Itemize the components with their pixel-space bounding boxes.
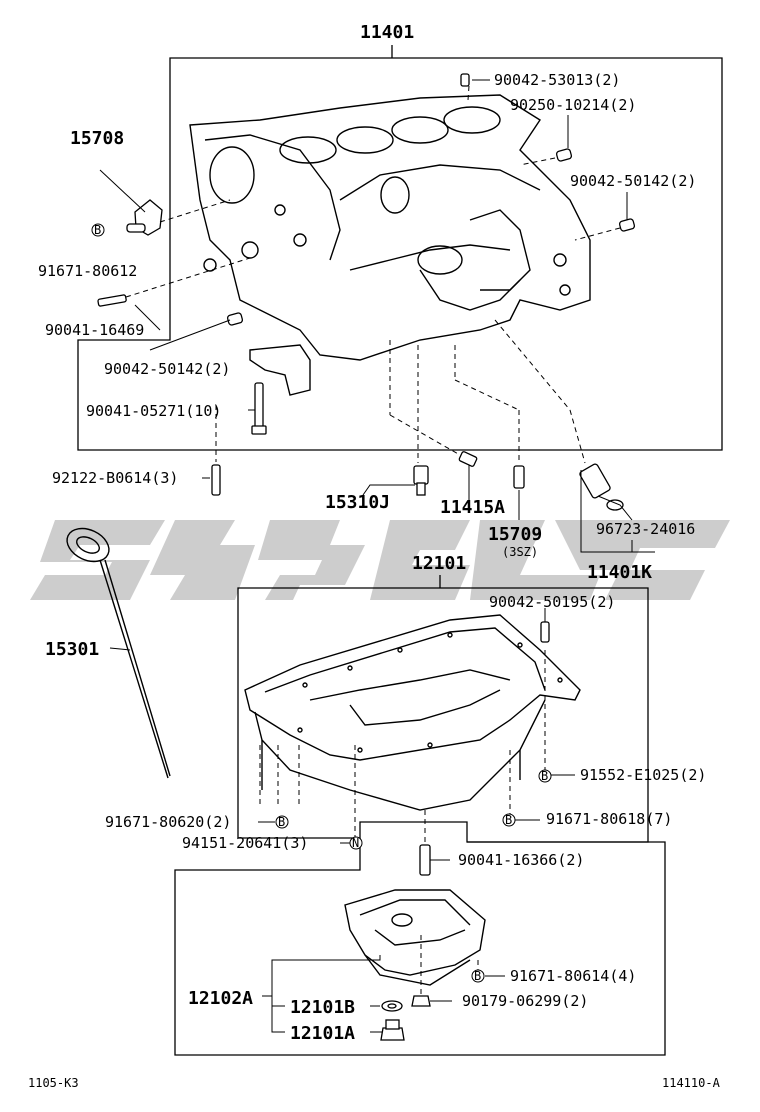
label-dipstick: 15301 [45, 639, 100, 660]
dashed-leaders [125, 85, 621, 995]
badge-b: B [474, 969, 482, 983]
solid-leaders [99, 79, 655, 1033]
label-oil-nozzle-note: (3SZ) [502, 545, 539, 559]
oil-pan-upper-parts [419, 621, 550, 876]
callout-91671-80620: 91671-80620(2) [105, 813, 232, 831]
label-jet: 11415A [440, 497, 506, 518]
oil-pan-lower-illustration [344, 889, 486, 986]
cylinder-block-illustration [189, 94, 591, 396]
badge-b: B [505, 813, 513, 827]
callout-94151-20641: 94151-20641(3) [182, 834, 309, 852]
label-drain-plug: 12101A [290, 1023, 356, 1044]
callout-91671-80612: 91671-80612 [38, 262, 138, 280]
callout-90042-53013: 90042-53013(2) [494, 71, 621, 89]
callout-91671-80618: 91671-80618(7) [546, 810, 673, 828]
callout-90042-50142-top: 90042-50142(2) [570, 172, 697, 190]
watermark-logo [30, 520, 730, 600]
callout-90179-06299: 90179-06299(2) [462, 992, 589, 1010]
callout-91552-e1025: 91552-E1025(2) [580, 766, 707, 784]
label-oil-nozzle: 15709 [488, 524, 543, 545]
drain-plug-parts [380, 995, 431, 1041]
oil-pan-upper-illustration [244, 614, 581, 811]
callout-90041-16366: 90041-16366(2) [458, 851, 585, 869]
badge-b: B [278, 815, 286, 829]
badge-n: N [352, 836, 360, 850]
badge-b: B [94, 223, 102, 237]
label-oil-pan-lower: 12102A [188, 988, 254, 1009]
callout-90041-05271: 90041-05271(10) [86, 402, 222, 420]
callout-90042-50195: 90042-50195(2) [489, 593, 616, 611]
label-water-pump-bracket: 15708 [70, 128, 125, 149]
label-oil-pan-upper: 12101 [412, 553, 467, 574]
badges [91, 223, 552, 983]
footer-right-code: 114110-A [662, 1076, 720, 1090]
callout-90041-16469: 90041-16469 [45, 321, 145, 339]
label-sensor-kit: 11401K [587, 562, 653, 583]
callout-92122-b0614: 92122-B0614(3) [52, 469, 179, 487]
block-frame [77, 45, 723, 451]
callout-91671-80614: 91671-80614(4) [510, 967, 637, 985]
callout-90250-10214: 90250-10214(2) [510, 96, 637, 114]
small-parts [97, 73, 636, 511]
callout-90042-50142-bottom: 90042-50142(2) [104, 360, 231, 378]
oil-pan-frame [174, 575, 666, 1056]
label-block: 11401 [360, 22, 415, 43]
label-oil-pressure-switch: 15310J [325, 492, 391, 513]
footer-left-code: 1105-K3 [28, 1076, 79, 1090]
badge-b: B [541, 769, 549, 783]
callout-96723-24016: 96723-24016 [596, 520, 696, 538]
label-gasket: 12101B [290, 997, 356, 1018]
dipstick-illustration [66, 527, 171, 779]
